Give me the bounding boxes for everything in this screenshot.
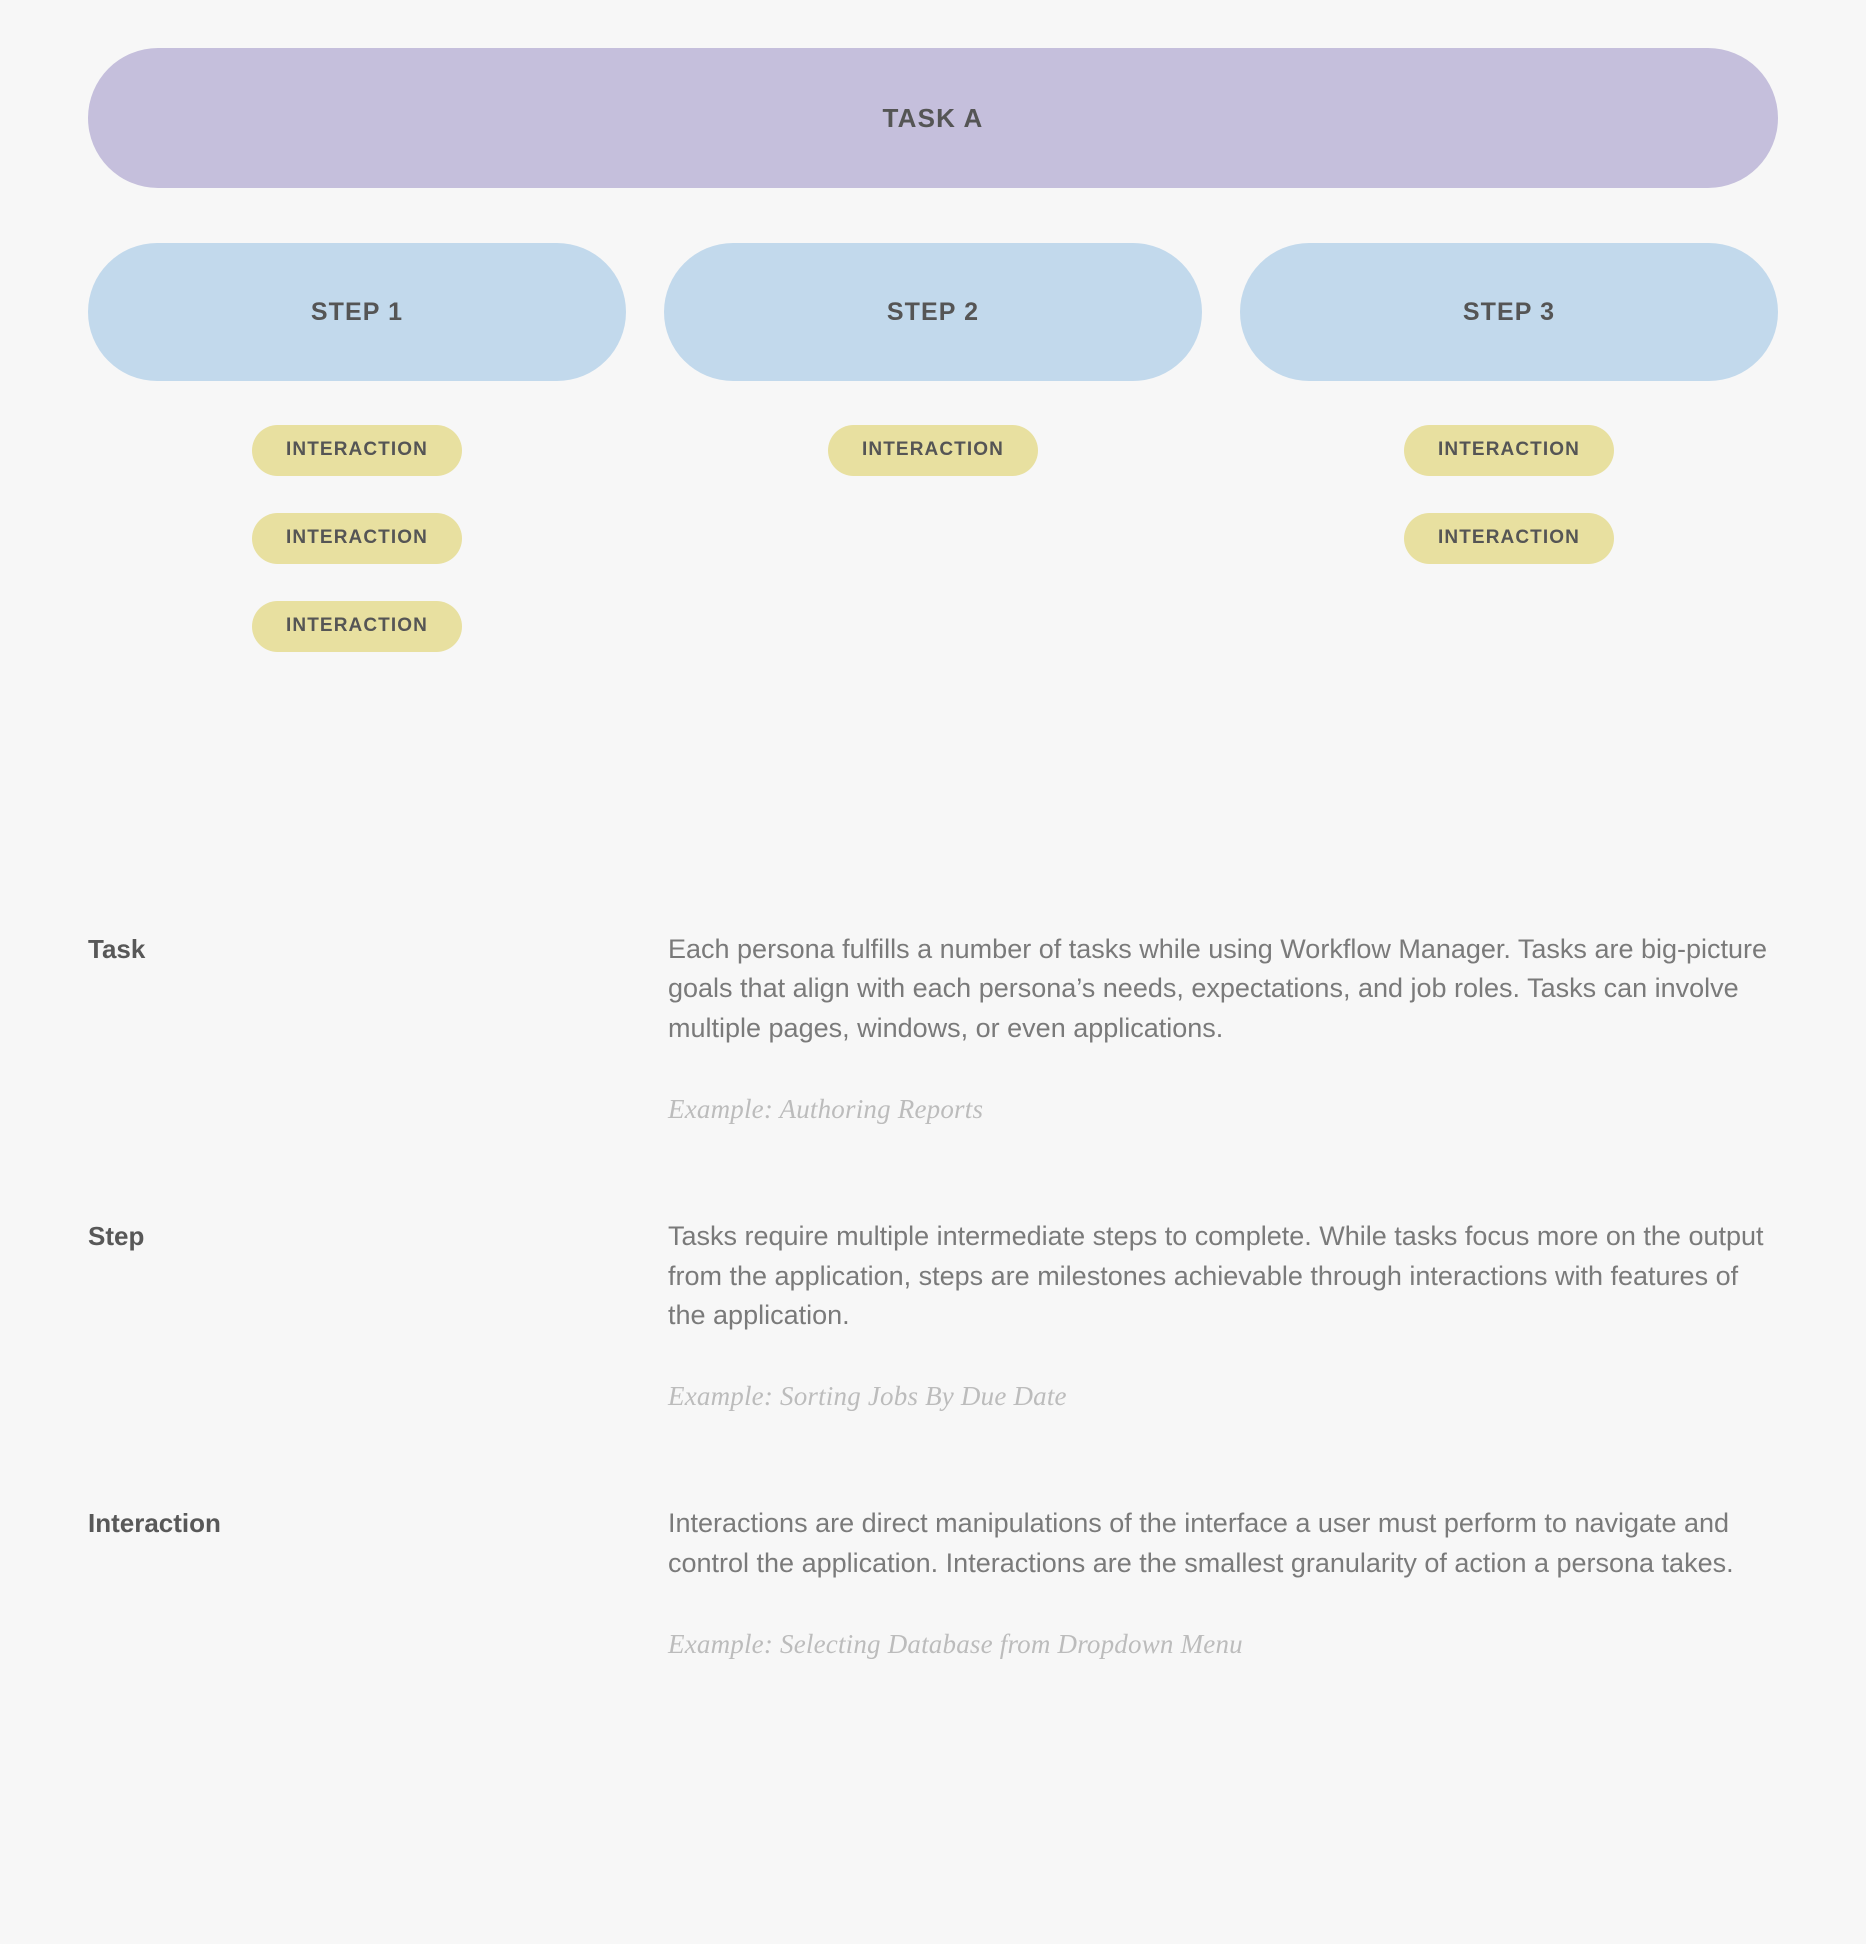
interaction-column-step-1: INTERACTION INTERACTION INTERACTION <box>88 425 626 652</box>
interaction-pill: INTERACTION <box>252 513 462 564</box>
definition-term-step: Step <box>88 1221 145 1252</box>
interaction-pill: INTERACTION <box>252 425 462 476</box>
definition-description-interaction: Interactions are direct manipulations of… <box>668 1508 1734 1578</box>
step-pill-label-3: STEP 3 <box>1462 297 1556 326</box>
definition-body-task: Each persona fulfills a number of tasks … <box>668 930 1778 1125</box>
step-pill-label-1: STEP 1 <box>310 297 404 326</box>
task-bar: TASK A <box>88 48 1778 188</box>
definition-description-task: Each persona fulfills a number of tasks … <box>668 934 1768 1043</box>
definition-body-interaction: Interactions are direct manipulations of… <box>668 1504 1778 1660</box>
step-pill-2: STEP 2 <box>664 243 1202 381</box>
interaction-pill: INTERACTION <box>1404 513 1614 564</box>
step-row: STEP 1 STEP 2 STEP 3 <box>88 243 1778 381</box>
step-pill-1: STEP 1 <box>88 243 626 381</box>
definition-example-task: Example: Authoring Reports <box>668 1094 984 1125</box>
definition-example-interaction: Example: Selecting Database from Dropdow… <box>668 1629 1243 1660</box>
definition-example-step: Example: Sorting Jobs By Due Date <box>668 1381 1067 1412</box>
interaction-pill: INTERACTION <box>252 601 462 652</box>
definition-row-step: Step Tasks require multiple intermediate… <box>88 1217 1788 1412</box>
step-pill-label-2: STEP 2 <box>886 297 980 326</box>
task-step-interaction-diagram: TASK A STEP 1 STEP 2 STEP 3 INTERACTION … <box>88 48 1778 652</box>
interaction-column-step-3: INTERACTION INTERACTION <box>1240 425 1778 652</box>
interaction-column-step-2: INTERACTION <box>664 425 1202 652</box>
definition-body-step: Tasks require multiple intermediate step… <box>668 1217 1778 1412</box>
definitions-list: Task Each persona fulfills a number of t… <box>88 930 1788 1660</box>
interaction-pill: INTERACTION <box>1404 425 1614 476</box>
definition-term-task: Task <box>88 934 146 964</box>
interaction-pill-label: INTERACTION <box>1438 527 1580 548</box>
interaction-pill-label: INTERACTION <box>862 439 1004 460</box>
task-bar-label: TASK A <box>882 102 984 133</box>
interaction-pill-label: INTERACTION <box>286 439 428 460</box>
definition-row-interaction: Interaction Interactions are direct mani… <box>88 1504 1788 1660</box>
interaction-pill-label: INTERACTION <box>1438 439 1580 460</box>
definition-description-step: Tasks require multiple intermediate step… <box>668 1221 1764 1331</box>
definition-term-interaction: Interaction <box>88 1508 221 1539</box>
interaction-pill: INTERACTION <box>828 425 1038 476</box>
step-pill-3: STEP 3 <box>1240 243 1778 381</box>
interaction-columns: INTERACTION INTERACTION INTERACTION INTE… <box>88 425 1778 652</box>
interaction-pill-label: INTERACTION <box>286 527 428 548</box>
definition-row-task: Task Each persona fulfills a number of t… <box>88 930 1788 1125</box>
interaction-pill-label: INTERACTION <box>286 615 428 636</box>
